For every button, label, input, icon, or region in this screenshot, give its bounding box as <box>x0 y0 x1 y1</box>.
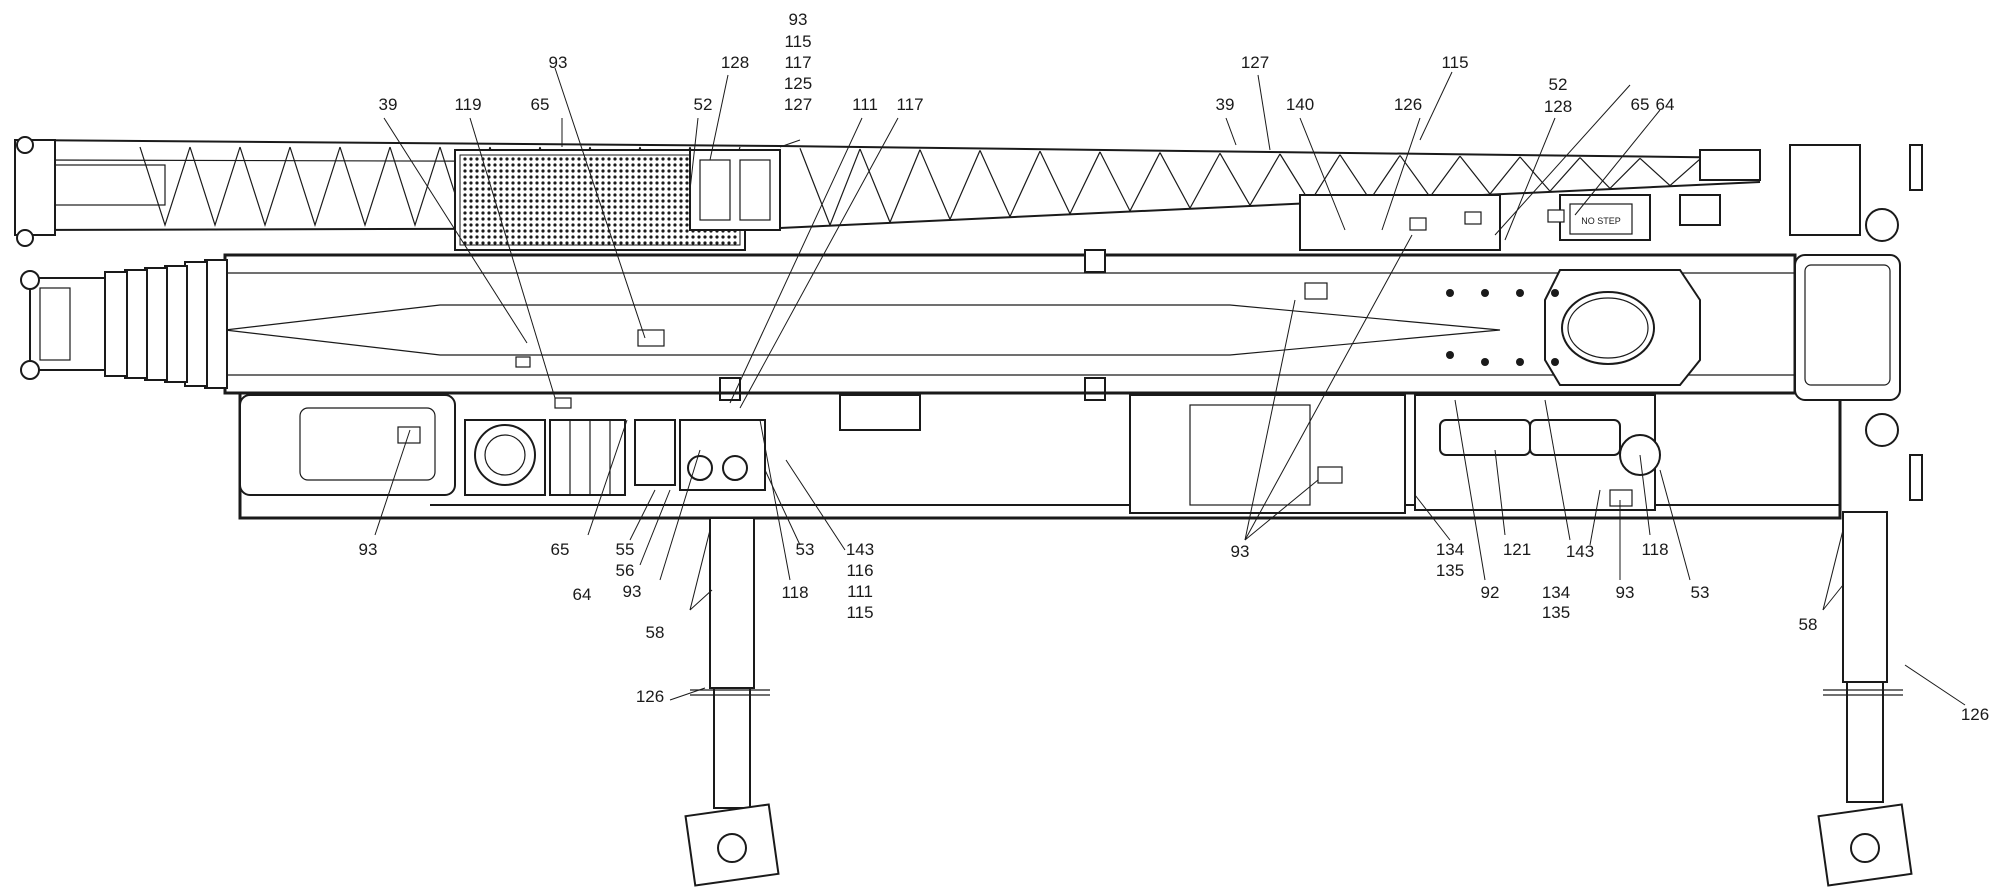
callout-label: 143 <box>846 540 874 559</box>
callout-label: 65 <box>551 540 570 559</box>
callout-label: 115 <box>784 32 811 51</box>
callout-label: 64 <box>1656 95 1675 114</box>
callout-label: 134 <box>1542 583 1570 602</box>
callout-label: 93 <box>623 582 642 601</box>
callout-label: 58 <box>1799 615 1818 634</box>
callout-label: 58 <box>646 623 665 642</box>
callout-label: 117 <box>896 95 923 114</box>
callout-label: 53 <box>1691 583 1710 602</box>
outrigger-right <box>1817 511 1913 887</box>
callout-label: 115 <box>846 603 873 622</box>
callout-label: 55 <box>616 540 635 559</box>
callout-label: 93 <box>549 53 568 72</box>
callout-label: 111 <box>847 582 873 601</box>
callout-label: 126 <box>1961 705 1989 724</box>
callout-label: 128 <box>721 53 749 72</box>
callout-label: 143 <box>1566 542 1594 561</box>
callout-label: 56 <box>616 561 635 580</box>
callout-label: 126 <box>636 687 664 706</box>
outrigger-left <box>684 517 780 887</box>
callout-label: 93 <box>1231 542 1250 561</box>
no-step-text: NO STEP <box>1581 216 1621 226</box>
callout-label: 115 <box>1441 53 1468 72</box>
callout-label: 93 <box>359 540 378 559</box>
callout-label: 127 <box>1241 53 1269 72</box>
callout-label: 128 <box>1544 97 1572 116</box>
callout-label: 140 <box>1286 95 1314 114</box>
lattice-jib <box>14 136 1761 251</box>
callout-label: 93 <box>789 10 808 29</box>
callout-label: 125 <box>784 74 812 93</box>
callout-label: 135 <box>1436 561 1464 580</box>
main-boom <box>20 249 1797 401</box>
callout-label: 135 <box>1542 603 1570 622</box>
callout-label: 64 <box>573 585 592 604</box>
callout-label: 52 <box>1549 75 1568 94</box>
no-step-decal: NO STEP <box>1569 203 1633 235</box>
callout-label: 118 <box>1641 540 1668 559</box>
callout-label: 111 <box>852 95 878 114</box>
carrier-frame: NO STEP <box>238 144 1923 520</box>
callout-label: 53 <box>796 540 815 559</box>
callout-label: 39 <box>1216 95 1235 114</box>
callout-label: 65 <box>1631 95 1650 114</box>
leader-lines <box>374 67 1966 706</box>
callout-label: 92 <box>1481 583 1500 602</box>
callout-label: 119 <box>454 95 481 114</box>
callout-label: 117 <box>784 53 811 72</box>
callout-label: 52 <box>694 95 713 114</box>
callout-label: 127 <box>784 95 812 114</box>
callout-label: 134 <box>1436 540 1464 559</box>
callout-label: 121 <box>1503 540 1531 559</box>
callout-labels: 93 115 117 125 127 93 128 39 119 65 52 1… <box>359 10 1990 724</box>
callout-label: 39 <box>379 95 398 114</box>
callout-label: 116 <box>846 561 873 580</box>
callout-label: 126 <box>1394 95 1422 114</box>
callout-label: 93 <box>1616 583 1635 602</box>
callout-label: 65 <box>531 95 550 114</box>
callout-label: 118 <box>781 583 808 602</box>
